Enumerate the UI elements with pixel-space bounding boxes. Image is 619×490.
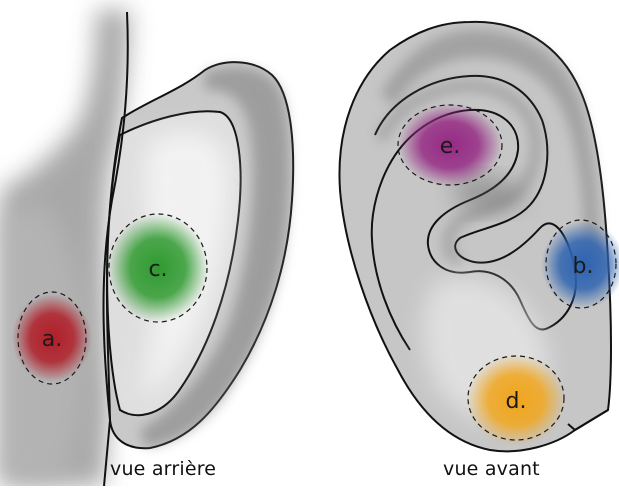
spot-b-label: b. bbox=[573, 254, 594, 279]
caption-front-view: vue avant bbox=[443, 458, 540, 480]
spot-d-label: d. bbox=[506, 389, 527, 414]
spot-a-label: a. bbox=[42, 327, 62, 352]
spot-e: e. bbox=[398, 103, 502, 187]
spot-c: c. bbox=[108, 214, 208, 322]
spot-e-label: e. bbox=[440, 134, 461, 159]
caption-back-view: vue arrière bbox=[110, 458, 216, 480]
spot-d: d. bbox=[466, 354, 566, 446]
spot-c-label: c. bbox=[148, 257, 167, 282]
